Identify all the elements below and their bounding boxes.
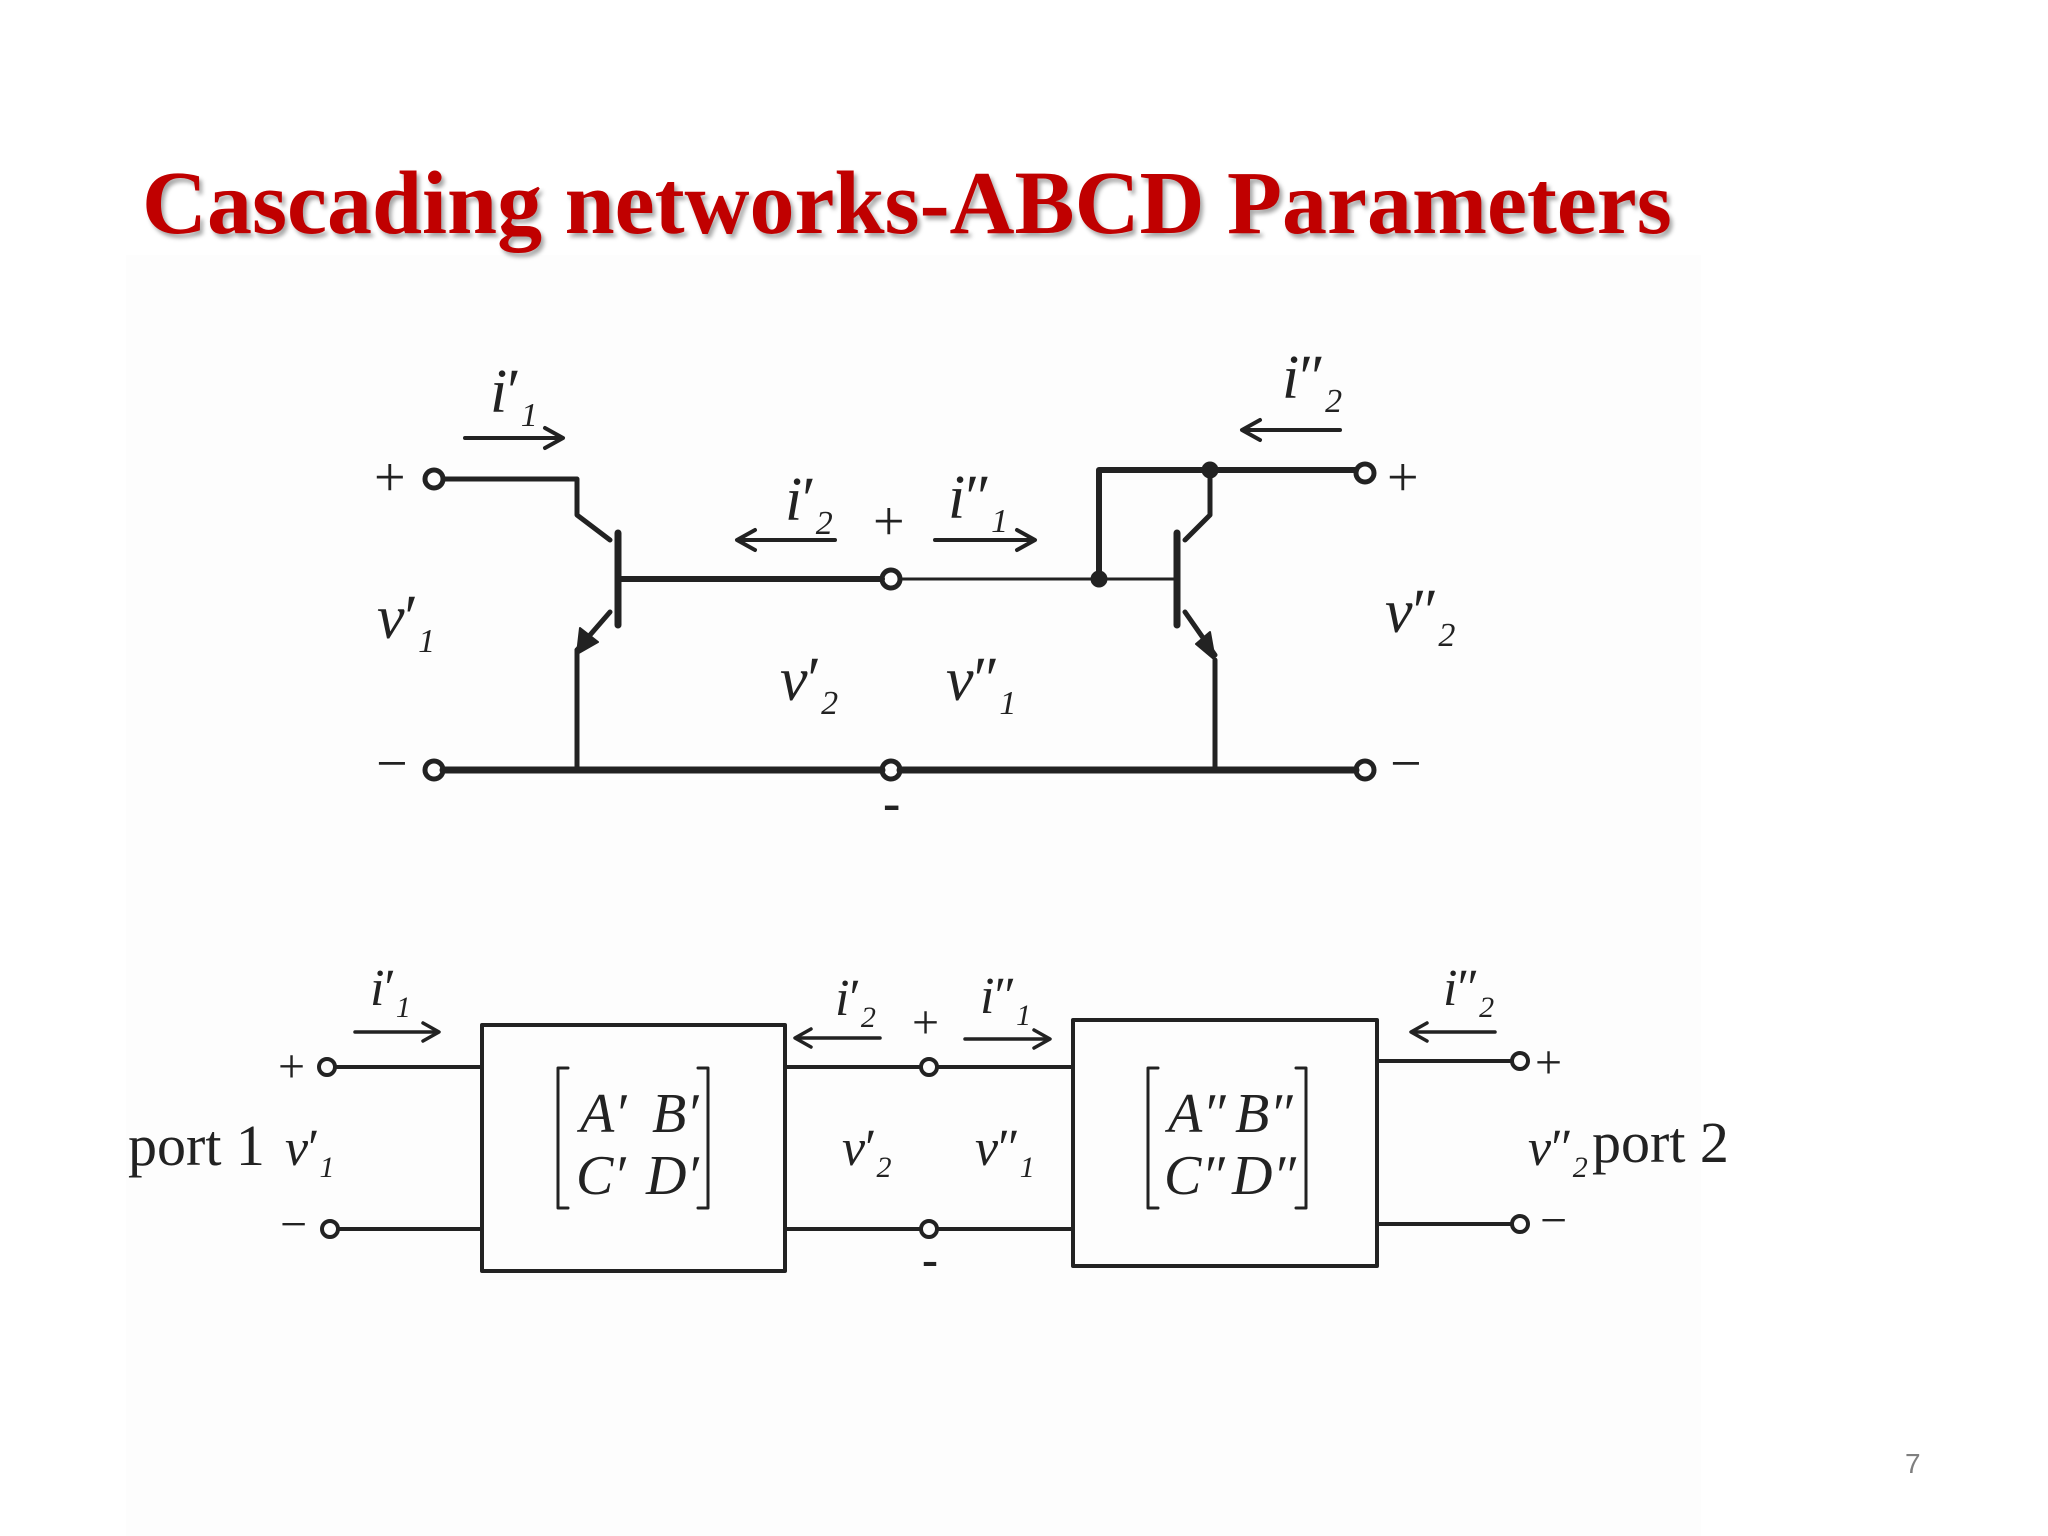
block-arrow-i2-dprime-head — [1409, 1021, 1429, 1043]
matrix-2-bracket-left — [1146, 1066, 1160, 1210]
arrow-i2-dprime-head — [1240, 418, 1262, 442]
block-label-v1-dprime: v″1 — [975, 1120, 1035, 1184]
block-terminal-in-plus — [317, 1057, 337, 1077]
transistor-circuit — [422, 418, 1377, 782]
block-sign-in-minus: − — [280, 1198, 307, 1251]
label-i1-dprime: i″1 — [948, 464, 1008, 540]
terminal-in-plus — [422, 467, 446, 491]
wire-q2-loop — [1096, 467, 1213, 582]
block-sign-mid-dash: - — [922, 1233, 938, 1286]
block-label-i1-prime: i′1 — [370, 960, 411, 1024]
block-label-v2-prime: v′2 — [842, 1120, 891, 1184]
slide-title: Cascading networks-ABCD Parameters — [142, 154, 1672, 253]
matrix-2-d: D″ — [1231, 1145, 1296, 1207]
label-v2-prime: v′2 — [780, 646, 838, 722]
matrix-1-a: A′ — [576, 1083, 627, 1145]
matrix-1-c: C′ — [576, 1145, 626, 1207]
matrix-1-bracket-left — [556, 1066, 570, 1210]
port-2-label: port 2 — [1592, 1110, 1729, 1175]
block-arrow-i2-prime-head — [793, 1027, 813, 1049]
block-sign-in-plus: + — [278, 1040, 305, 1093]
label-i1-prime: i′1 — [490, 358, 538, 434]
arrow-i1-prime-head — [543, 426, 565, 450]
network-2-box — [1071, 1018, 1379, 1268]
transistor-labels: + − + - + − i′1 i′2 i″1 i″2 v′1 v′2 v″1 … — [374, 344, 1455, 832]
block-sign-out-minus: − — [1540, 1194, 1567, 1247]
block-arrow-i1-dprime-head — [1032, 1028, 1052, 1050]
wire-q2-collector — [1182, 467, 1213, 543]
matrix-1-d: D′ — [645, 1145, 699, 1207]
block-terminal-out-minus — [1510, 1214, 1530, 1234]
label-i2-prime: i′2 — [785, 466, 833, 542]
arrow-i1-dprime-head — [1015, 528, 1037, 552]
block-terminal-out-plus — [1510, 1051, 1530, 1071]
matrix-1-b: B′ — [652, 1083, 699, 1145]
wire-in-to-q1 — [440, 476, 613, 543]
block-labels: + − + - + − port 1 port 2 i′1 i′2 i″1 i″… — [128, 960, 1729, 1286]
block-sign-mid-plus: + — [912, 996, 939, 1049]
sign-mid-dash: - — [883, 775, 900, 832]
port-1-label: port 1 — [128, 1113, 265, 1178]
block-label-v2-dprime: v″2 — [1528, 1120, 1588, 1184]
block-terminal-in-minus — [320, 1219, 340, 1239]
q1-emitter-arrow — [576, 627, 599, 655]
matrix-2-c: C″ — [1164, 1145, 1225, 1207]
sign-out-plus: + — [1387, 447, 1419, 509]
label-v1-prime: v′1 — [377, 584, 435, 660]
label-v2-dprime: v″2 — [1385, 578, 1455, 654]
matrix-1-bracket-right — [696, 1066, 710, 1210]
label-i2-dprime: i″2 — [1282, 344, 1342, 420]
block-arrow-i1-prime-head — [421, 1021, 441, 1043]
page-number: 7 — [1905, 1448, 1921, 1479]
sign-in-minus: − — [376, 733, 408, 795]
block-label-i1-dprime: i″1 — [980, 968, 1031, 1032]
label-v1-dprime: v″1 — [946, 646, 1016, 722]
matrix-2-a: A″ — [1164, 1083, 1226, 1145]
matrix-2-bracket-right — [1294, 1066, 1308, 1210]
block-terminal-mid-plus — [919, 1057, 939, 1077]
block-label-i2-dprime: i″2 — [1443, 960, 1494, 1024]
block-circuit — [317, 1018, 1530, 1273]
block-sign-out-plus: + — [1535, 1036, 1562, 1089]
matrix-2-b: B″ — [1235, 1083, 1293, 1145]
terminal-out-plus — [1353, 461, 1377, 485]
block-label-v1-prime: v′1 — [285, 1120, 334, 1184]
sign-in-plus: + — [374, 447, 406, 509]
network-1-box — [480, 1023, 787, 1273]
figure-background — [126, 255, 1701, 1536]
sign-out-minus: − — [1390, 733, 1422, 795]
arrow-i2-prime-head — [735, 528, 757, 552]
block-label-i2-prime: i′2 — [835, 970, 876, 1034]
q2-emitter-arrow — [1195, 631, 1216, 661]
sign-mid-plus: + — [873, 491, 905, 553]
